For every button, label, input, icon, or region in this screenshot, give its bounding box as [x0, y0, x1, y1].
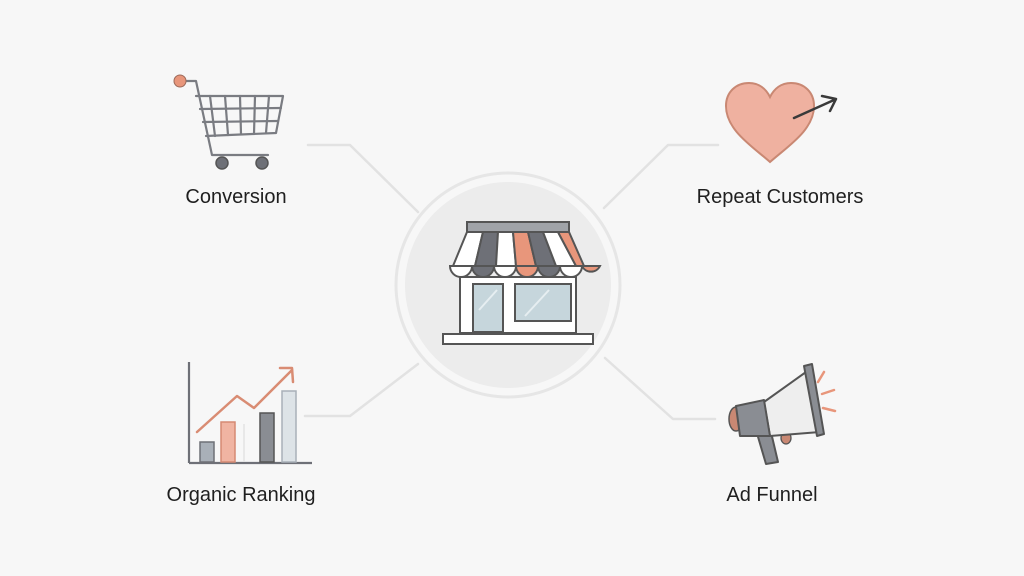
connector-ads — [603, 356, 717, 421]
connector-repeat — [602, 143, 720, 210]
hub-storefront — [393, 170, 623, 400]
shopping-cart-icon — [173, 74, 285, 170]
heart-arrow-icon — [724, 81, 838, 164]
node-label-ad-funnel: Ad Funnel — [726, 484, 818, 506]
node-label-conversion: Conversion — [185, 186, 287, 208]
megaphone-icon — [728, 363, 837, 465]
node-label-organic-ranking: Organic Ranking — [166, 484, 316, 506]
connector-conversion — [306, 143, 420, 214]
storefront-icon — [394, 171, 622, 399]
node-label-repeat-customers: Repeat Customers — [696, 186, 864, 208]
bar-chart-growth-icon — [187, 362, 312, 465]
connector-organic — [303, 362, 420, 418]
